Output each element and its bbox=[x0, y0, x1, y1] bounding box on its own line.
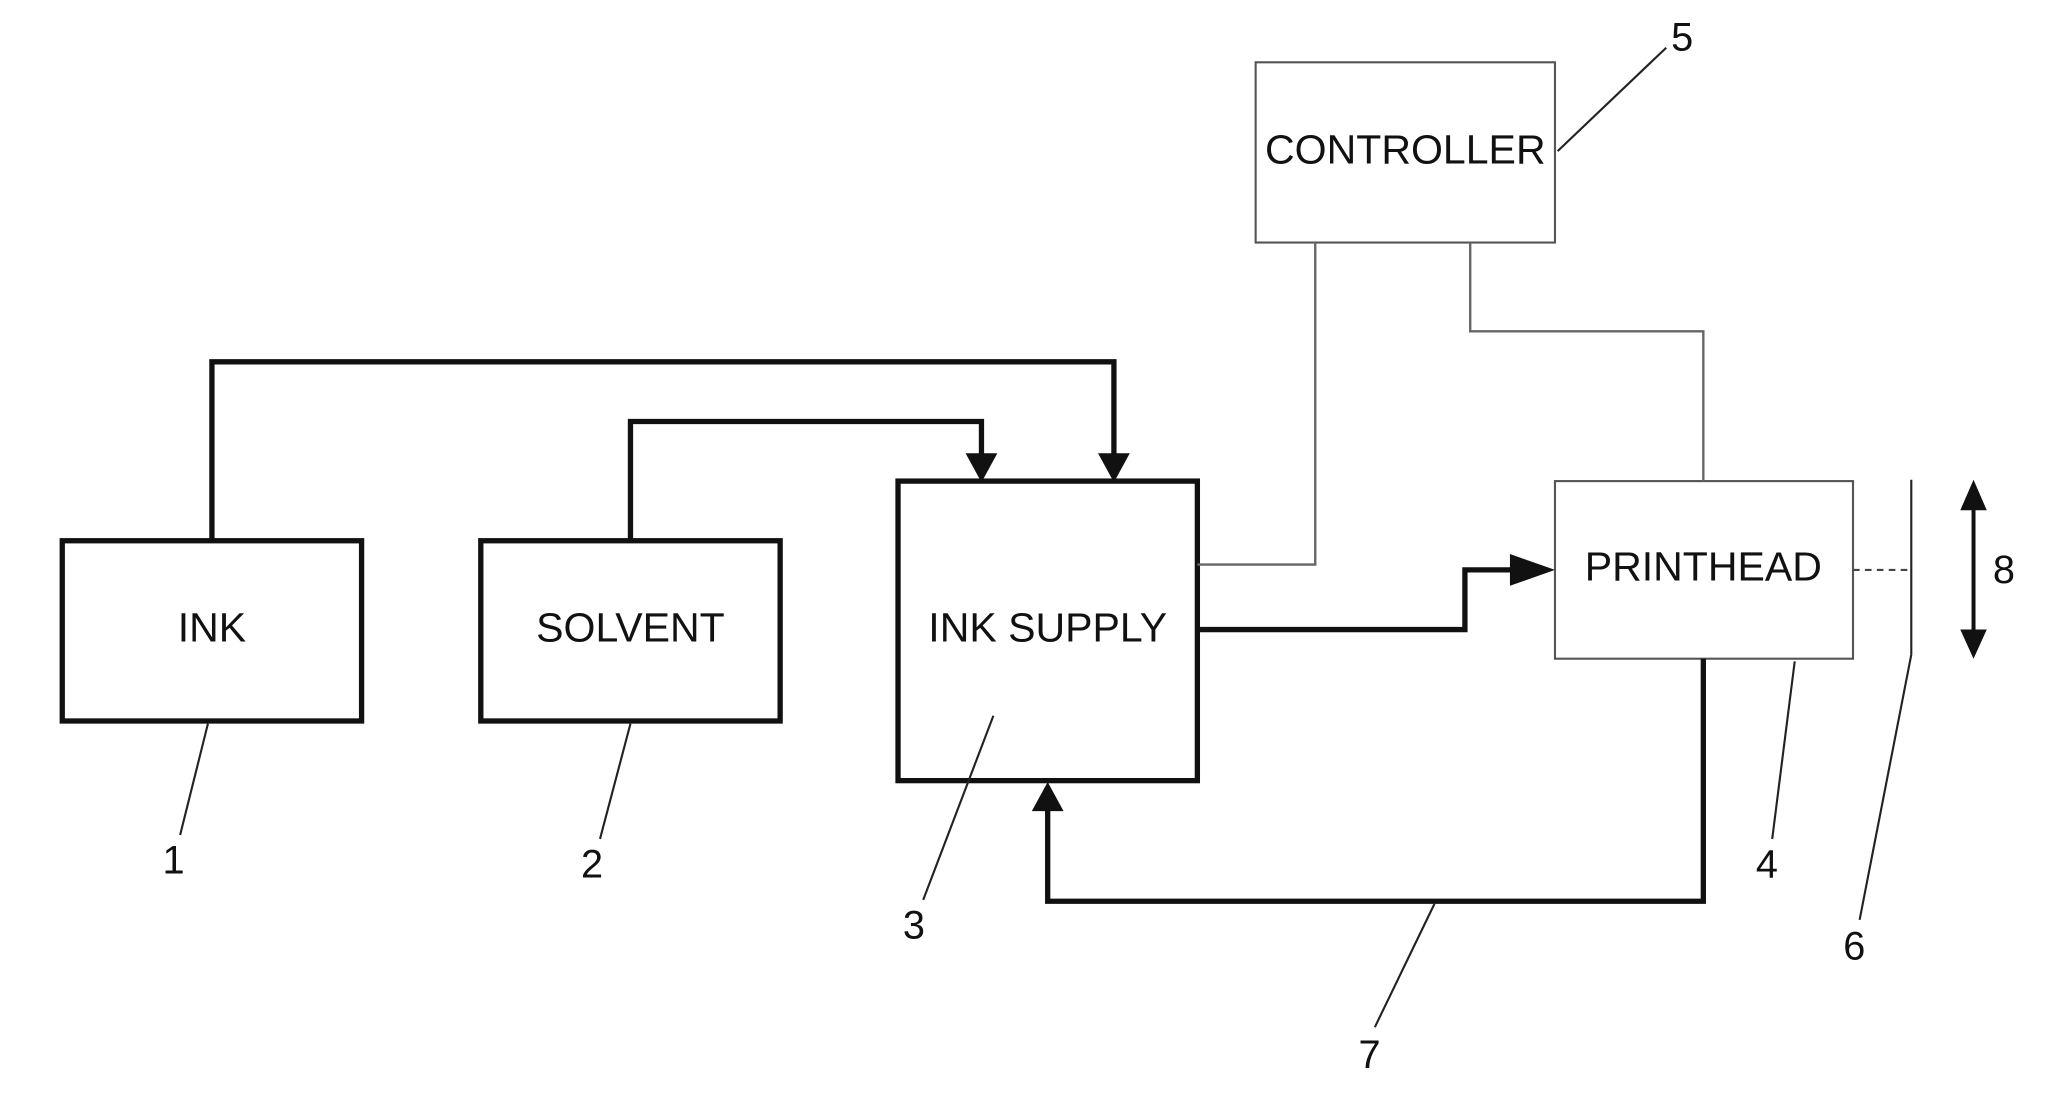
solvent-block: SOLVENT bbox=[481, 541, 780, 721]
solvent-feed-arrowhead bbox=[966, 453, 998, 482]
ref-numeral-2: 2 bbox=[581, 842, 603, 886]
solvent-block-label: SOLVENT bbox=[536, 605, 725, 651]
printhead-block: PRINTHEAD bbox=[1555, 481, 1853, 659]
leader-line-7 bbox=[1375, 904, 1435, 1027]
ref-numeral-8: 8 bbox=[1993, 548, 2015, 592]
leader-line-5 bbox=[1558, 48, 1667, 151]
ref-numeral-6: 6 bbox=[1843, 925, 1865, 969]
ref-numeral-3: 3 bbox=[903, 903, 925, 947]
ink-supply-block: INK SUPPLY bbox=[898, 481, 1197, 781]
ref-numeral-5: 5 bbox=[1671, 15, 1693, 59]
substrate-motion-arrow bbox=[1960, 480, 1986, 659]
motion-arrowhead-down bbox=[1960, 630, 1986, 659]
controller-block: CONTROLLER bbox=[1256, 62, 1555, 242]
ref-numeral-7: 7 bbox=[1358, 1033, 1380, 1077]
ink-supply-block-label: INK SUPPLY bbox=[928, 605, 1167, 651]
leader-line-1 bbox=[180, 724, 208, 835]
leader-line-6 bbox=[1860, 655, 1912, 920]
printhead-feed-arrowhead bbox=[1510, 554, 1555, 586]
leader-line-2 bbox=[600, 724, 630, 839]
ref-numeral-1: 1 bbox=[162, 838, 184, 882]
ink-block: INK bbox=[62, 541, 361, 721]
printhead-block-label: PRINTHEAD bbox=[1585, 544, 1822, 590]
controller-to-printhead-signal bbox=[1470, 243, 1703, 482]
ink-block-label: INK bbox=[178, 605, 246, 651]
leader-line-4 bbox=[1772, 661, 1795, 839]
motion-arrowhead-up bbox=[1960, 480, 1986, 510]
controller-block-label: CONTROLLER bbox=[1265, 126, 1546, 172]
ref-numeral-4: 4 bbox=[1756, 842, 1778, 886]
return-line-arrowhead bbox=[1032, 782, 1064, 811]
ink-feed-arrowhead bbox=[1098, 453, 1130, 482]
controller-to-ink-supply-signal bbox=[1197, 243, 1315, 565]
